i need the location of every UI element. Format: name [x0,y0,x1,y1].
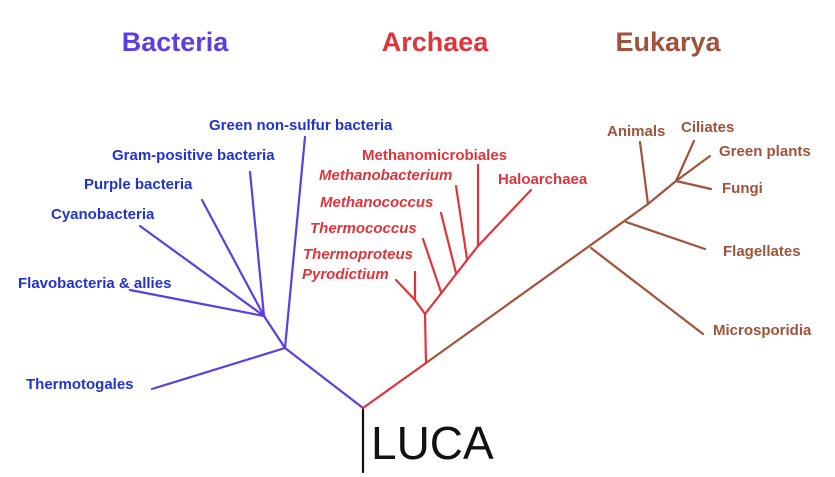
label-thermoproteus: Thermoproteus [303,246,413,263]
branch-archaea-trunk [361,361,428,410]
branch-thermotogales [150,346,287,391]
branch-eukarya-trunk [424,202,650,365]
branch-thermococcus [421,237,443,294]
label-methanococcus: Methanococcus [320,194,433,211]
branch-gram-positive [248,170,266,318]
label-thermococcus: Thermococcus [310,220,417,237]
bacteria-branches [128,135,365,410]
branch-purple [200,198,266,318]
branch-eukarya-crown [646,179,678,206]
eukarya-branches [424,139,713,365]
branch-green-plants [674,154,712,183]
branch-methanobacterium [454,184,469,261]
label-fungi: Fungi [722,180,763,197]
branch-archaea-spine [423,244,480,316]
branch-microsporidia [589,246,705,336]
archaea-branches [361,163,533,410]
title-bacteria: Bacteria [122,27,230,57]
label-microsporidia: Microsporidia [713,322,812,339]
label-green-plants: Green plants [719,143,811,160]
label-flagellates: Flagellates [723,243,801,260]
branch-methanococcus [439,211,458,275]
branch-cyanobacteria [138,224,266,318]
root-label: LUCA [371,417,494,469]
branch-flagellates [624,220,707,251]
title-eukarya: Eukarya [615,27,721,57]
label-methanomicrobiales: Methanomicrobiales [362,147,507,164]
label-gram-positive: Gram-positive bacteria [112,147,275,164]
branch-bacteria-trunk [283,346,365,410]
label-green-nonsulfur: Green non-sulfur bacteria [209,117,393,134]
label-purple-bacteria: Purple bacteria [84,176,193,193]
label-thermotogales: Thermotogales [26,376,134,393]
label-animals: Animals [607,123,665,140]
label-pyrodictium: Pyrodictium [302,266,389,283]
label-cyanobacteria: Cyanobacteria [51,206,155,223]
label-flavobacteria: Flavobacteria & allies [18,275,171,292]
title-archaea: Archaea [382,27,490,57]
label-ciliates: Ciliates [681,119,734,136]
branch-archaea-fork [413,298,427,316]
branch-green-nonsulfur [283,135,307,350]
branch-bacteria-inner [262,314,287,350]
label-methanobacterium: Methanobacterium [319,167,452,184]
branch-haloarchaea [476,188,533,248]
label-haloarchaea: Haloarchaea [498,171,588,188]
branch-archaea-stem [423,312,428,365]
branch-ciliates [674,139,696,183]
branch-animals [638,140,650,206]
branch-flavobacteria [128,288,266,318]
branch-fungi [674,179,713,191]
branch-thermoproteus [394,278,417,302]
